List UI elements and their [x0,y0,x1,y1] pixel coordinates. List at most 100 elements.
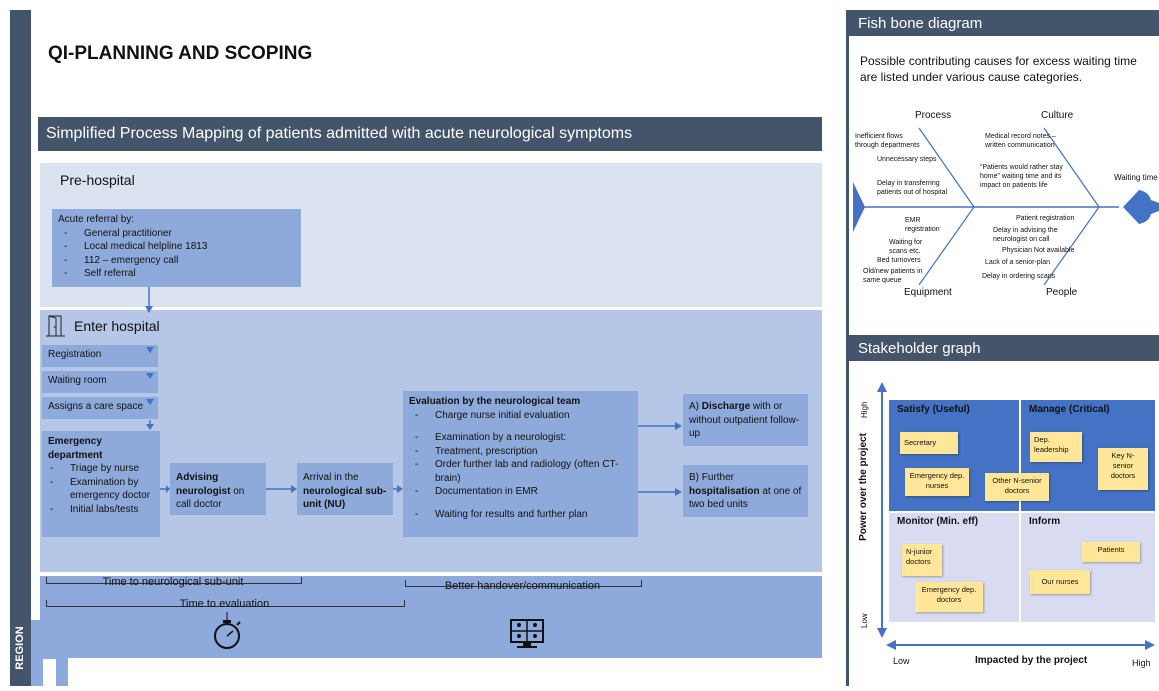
quadrant-inform-label: Inform [1029,516,1061,527]
step-arrows [146,347,154,430]
quadrant-manage-label: Manage (Critical) [1029,404,1110,415]
quadrant-satisfy-label: Satisfy (Useful) [897,404,970,415]
evaluation-item: Documentation in EMR [415,485,632,499]
timeline-bracket [46,577,302,584]
fishbone-cause: Inefficient flows through departments [855,133,920,150]
step-registration: Registration [42,345,158,367]
video-conference-icon [510,619,544,648]
sticky-other-senior-doctors: Other N-senior doctors [985,473,1049,501]
fishbone-cause: Medical record notes – written communica… [985,133,1056,150]
arrival-box: Arrival in the neurological sub-unit (NU… [297,463,393,515]
referral-item: 112 – emergency call [64,254,295,268]
referral-heading: Acute referral by: [58,214,135,225]
step-assigns-care-space: Assigns a care space [42,397,158,419]
referral-box: Acute referral by: General practitioner … [52,209,301,287]
advising-rest: on call doctor [176,485,245,511]
stopwatch-icon [214,612,241,649]
evaluation-box: Evaluation by the neurological team Char… [403,391,638,537]
timeline-bracket [46,600,405,607]
evaluation-item: Waiting for results and further plan [415,508,632,522]
logo-text: REGION [14,626,26,670]
x-high-label: High [1132,658,1151,668]
quadrant-divider [889,511,1155,513]
sticky-dep-leadership: Dep. leadership [1030,432,1082,462]
fishbone-cause: Lack of a senior-plan [985,259,1050,266]
sticky-emergency-nurses: Emergency dep. nurses [905,468,969,496]
evaluation-heading: Evaluation by the neurological team [409,396,581,407]
timeline-zone [40,576,822,658]
sidebar-strip [10,10,31,686]
timeline-label-t1: Time to neurological sub-unit [102,576,244,588]
further-pre: B) Further [689,472,735,483]
y-axis-label: Power over the project [858,433,869,541]
fishbone-category-culture: Culture [1041,110,1074,121]
arrival-bold: neurological sub-unit (NU) [303,485,387,511]
timeline-bracket [405,580,642,587]
sticky-key-senior-doctors: Key N-senior doctors [1098,448,1148,490]
step-waiting-room: Waiting room [42,371,158,393]
door-icon [46,315,65,337]
evaluation-item: Charge nurse initial evaluation [415,409,632,423]
fishbone-category-equipment: Equipment [904,287,952,298]
sticky-n-junior-doctors: N-junior doctors [902,544,942,576]
fishbone-cause: Bed turnovers [877,257,921,264]
sticky-patients: Patients [1082,542,1140,562]
emergency-heading: Emergency department [48,436,103,461]
timeline-label-t3: Better handover/communication [444,580,601,592]
x-axis-label: Impacted by the project [975,655,1088,666]
fishbone-cause: Old/new patients in same queue [863,268,923,285]
discharge-bold: Discharge [701,401,751,412]
fishbone-cause: “Patients would rather stay home” waitin… [980,164,1063,190]
further-bold: hospitalisation [689,485,760,497]
referral-item: General practitioner [64,227,295,241]
fishbone-diagram [853,127,1159,286]
fishbone-header: Fish bone diagram [846,12,1159,36]
evaluation-item: Examination by a neurologist: [415,431,632,445]
emergency-item: Initial labs/tests [50,503,154,517]
evaluation-item: Order further lab and radiology (often C… [415,458,632,485]
process-map-banner: Simplified Process Mapping of patients a… [38,117,822,151]
sticky-secretary: Secretary [900,432,958,454]
fishbone-cause: Physician Not available [1002,247,1075,254]
quadrant-inform: Inform [1021,512,1155,622]
emergency-item: Examination by emergency doctor [50,476,154,503]
stakeholder-header: Stakeholder graph [846,337,1159,361]
prehospital-label: Pre-hospital [60,172,135,188]
emergency-item: Triage by nurse [50,462,154,476]
fishbone-category-process: Process [915,110,952,121]
quadrant-monitor-label: Monitor (Min. eff) [897,516,979,527]
referral-item: Self referral [64,267,295,281]
advising-neurologist-box: Advising neurologist on call doctor [170,463,266,515]
fishbone-category-people: People [1046,287,1078,298]
evaluation-item: Treatment, prescription [415,445,632,459]
fishbone-intro: Possible contributing causes for excess … [860,54,1137,85]
discharge-box: A) Discharge with or without outpatient … [683,394,808,446]
page-title: QI-PLANNING AND SCOPING [48,43,313,64]
fishbone-cause: Patient registration [1016,215,1075,222]
fishbone-effect: Waiting time [1114,173,1158,182]
further-rest: at one of two bed units [689,485,802,511]
advising-bold: Advising neurologist [176,472,231,497]
sticky-our-nurses: Our nurses [1030,570,1090,594]
stakeholder-axes [877,382,1155,650]
arrival-pre: Arrival in the [303,472,359,483]
timeline-label-t2: Time to evaluation [179,598,270,610]
sticky-emergency-doctors: Emergency dep. doctors [915,582,983,612]
fishbone-cause: Delay in ordering scans [982,273,1056,280]
arrow-down-icon [145,287,153,313]
fishbone-cause: Delay in advising the neurologist on cal… [993,227,1058,244]
fishbone-cause: Waiting for scans etc. [889,239,923,256]
x-low-label: Low [893,656,910,666]
discharge-pre: A) [689,401,702,412]
emergency-department-box: Emergency department Triage by nurse Exa… [42,431,160,537]
fishbone-cause: Unnecessary steps [877,156,937,163]
fishbone-panel [849,36,1159,335]
fishbone-cause: Delay in transferring patients out of ho… [877,180,948,197]
referral-item: Local medical helpline 1813 [64,240,295,254]
y-low-label: Low [860,613,869,628]
further-hospitalisation-box: B) Further hospitalisation at one of two… [683,465,808,517]
fishbone-cause: EMR registration [905,217,940,234]
hospital-label: Enter hospital [74,318,160,334]
discharge-rest: with or without outpatient follow-up [689,401,800,439]
flow-arrows [160,422,682,496]
